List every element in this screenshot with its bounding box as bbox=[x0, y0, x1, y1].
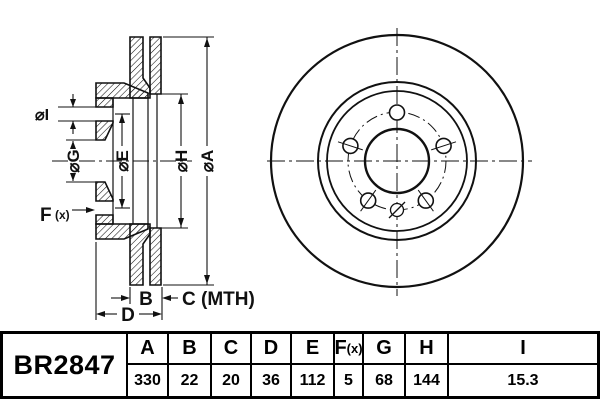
cross-section-view: ⌀I ⌀G ⌀E ⌀H bbox=[35, 36, 255, 326]
dim-dia-a bbox=[163, 36, 214, 286]
rotor-technical-drawing: ⌀I ⌀G ⌀E ⌀H bbox=[35, 28, 532, 326]
value-i: 15.3 bbox=[447, 365, 597, 396]
slashed-marker-hole bbox=[388, 201, 406, 219]
col-header-fx: F(x) bbox=[333, 334, 363, 365]
flange-wall-bottom bbox=[95, 214, 114, 225]
value-b: 22 bbox=[167, 365, 210, 396]
value-a: 330 bbox=[126, 365, 167, 396]
label-f: F bbox=[40, 205, 52, 226]
label-dia-e: ⌀E bbox=[113, 150, 132, 172]
bolt-hole bbox=[388, 104, 406, 121]
col-header-b: B bbox=[167, 334, 210, 365]
outboard-plate-top bbox=[149, 36, 162, 95]
dim-dia-i bbox=[58, 94, 96, 134]
section-material-bottom bbox=[95, 181, 162, 286]
flange-wall-top bbox=[95, 97, 114, 108]
dim-dia-e bbox=[115, 113, 130, 209]
fx-main: F bbox=[334, 337, 347, 359]
col-header-i: I bbox=[447, 334, 597, 365]
col-header-g: G bbox=[362, 334, 404, 365]
inboard-plate-bottom bbox=[129, 223, 151, 286]
col-header-c: C bbox=[210, 334, 250, 365]
value-h: 144 bbox=[404, 365, 447, 396]
part-number: BR2847 bbox=[13, 349, 116, 380]
outboard-plate-bottom bbox=[149, 227, 162, 286]
value-e: 112 bbox=[290, 365, 333, 396]
label-d: D bbox=[121, 305, 135, 326]
front-view bbox=[267, 28, 532, 296]
flange-chamfer-bottom bbox=[95, 181, 114, 202]
col-header-d: D bbox=[250, 334, 290, 365]
value-g: 68 bbox=[362, 365, 404, 396]
bolt-hole-ticks bbox=[337, 141, 457, 212]
col-header-h: H bbox=[404, 334, 447, 365]
label-dia-a: ⌀A bbox=[198, 150, 217, 173]
fx-callout: F (x) bbox=[40, 205, 95, 226]
section-material-top bbox=[95, 36, 162, 141]
label-f-sub: (x) bbox=[55, 208, 70, 222]
value-d: 36 bbox=[250, 365, 290, 396]
label-dia-h: ⌀H bbox=[172, 150, 191, 173]
dim-dia-g bbox=[66, 139, 96, 183]
label-b: B bbox=[139, 289, 153, 310]
flange-chamfer-top bbox=[95, 120, 114, 141]
label-dia-g: ⌀G bbox=[64, 149, 83, 172]
dim-b-c bbox=[111, 287, 178, 320]
inboard-plate-top bbox=[129, 36, 151, 99]
dim-dia-h bbox=[152, 93, 188, 229]
label-dia-i: ⌀I bbox=[35, 107, 49, 124]
col-header-a: A bbox=[126, 334, 167, 365]
fx-sub: (x) bbox=[346, 341, 363, 356]
value-c: 20 bbox=[210, 365, 250, 396]
value-fx: 5 bbox=[333, 365, 362, 396]
col-header-e: E bbox=[290, 334, 333, 365]
dim-d bbox=[95, 242, 162, 320]
spec-table: BR2847 A B C D E F(x) G H I 330 22 20 36… bbox=[0, 331, 600, 399]
label-c-mth: C (MTH) bbox=[182, 289, 255, 310]
